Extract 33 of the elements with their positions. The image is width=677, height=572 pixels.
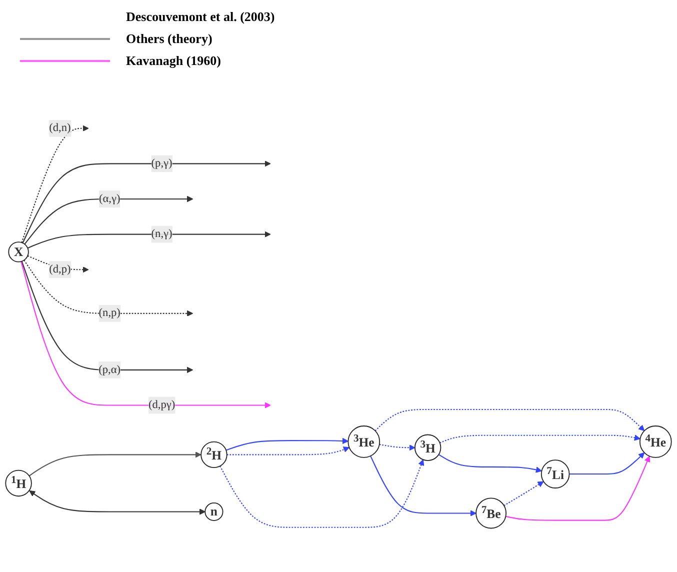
arrow xyxy=(374,408,645,432)
nuclide-circle: n xyxy=(204,502,224,522)
arrow xyxy=(440,434,640,444)
arrow xyxy=(28,452,202,476)
arrow xyxy=(226,438,348,451)
nuclide-circle: $^{3}$He xyxy=(348,426,380,458)
arrow xyxy=(226,446,350,456)
legend-text: Others (theory) xyxy=(126,31,212,47)
arrow xyxy=(379,444,416,451)
arrow xyxy=(21,125,89,243)
nuclide-circle: $^{4}$He xyxy=(639,426,672,458)
arrow xyxy=(21,261,194,374)
arrow xyxy=(29,490,206,515)
nuclide-circle: X xyxy=(8,242,29,262)
nuclide-circle: $^{7}$Li xyxy=(540,460,570,488)
arrow xyxy=(504,481,544,506)
arrow xyxy=(24,260,194,317)
arrow xyxy=(27,231,271,249)
legend-text: Descouvemont et al. (2003) xyxy=(126,9,275,25)
nuclide-circle: $^{2}$H xyxy=(200,441,228,468)
arrow xyxy=(22,160,271,244)
nuclide-circle: $^{3}$H xyxy=(414,434,442,461)
arrow xyxy=(27,255,89,273)
arrow xyxy=(24,196,194,244)
arrow xyxy=(438,454,542,473)
arrow xyxy=(506,456,650,521)
arrow xyxy=(569,452,645,475)
nuclide-circle: $^{1}$H xyxy=(5,470,32,497)
nuclide-circle: $^{7}$Be xyxy=(476,498,506,529)
arrow xyxy=(370,456,476,516)
arrow xyxy=(220,459,424,528)
legend-text: Kavanagh (1960) xyxy=(126,53,221,69)
arrow xyxy=(20,261,271,408)
